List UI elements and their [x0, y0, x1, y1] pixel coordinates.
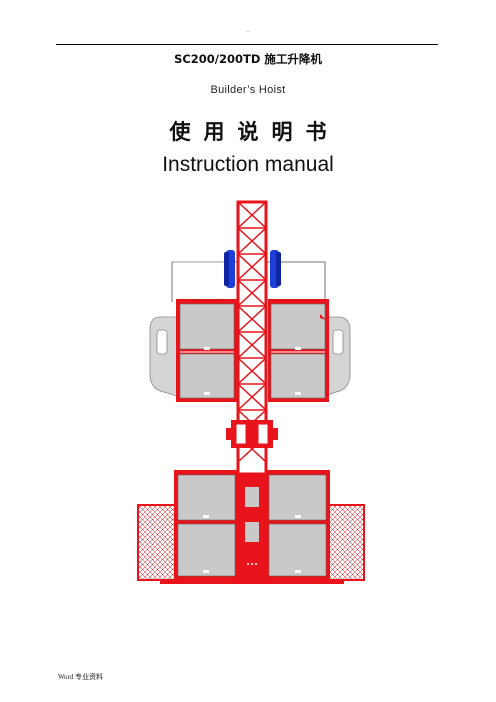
lower-left-cage	[174, 470, 239, 582]
hoist-illustration	[137, 200, 365, 584]
left-drive-motors	[224, 250, 235, 288]
upper-left-cage	[176, 299, 237, 402]
left-background-cabin	[149, 316, 181, 398]
footer-text: Word 专业资料	[58, 673, 104, 681]
header-mark: .	[247, 26, 249, 34]
header-rule	[56, 44, 438, 45]
upper-right-cage	[268, 299, 329, 402]
base-center-column	[238, 474, 266, 582]
subtitle-english: Builder’s Hoist	[210, 84, 286, 96]
base-fence-right	[325, 504, 365, 581]
lower-right-cage	[265, 470, 330, 582]
drive-unit	[226, 420, 278, 448]
right-drive-motors	[270, 250, 281, 288]
title-english: Instruction manual	[162, 153, 334, 176]
title-chinese: 使用说明书	[169, 120, 340, 144]
base-fence-left	[137, 504, 177, 581]
model-title: SC200/200TD 施工升降机	[174, 52, 322, 66]
